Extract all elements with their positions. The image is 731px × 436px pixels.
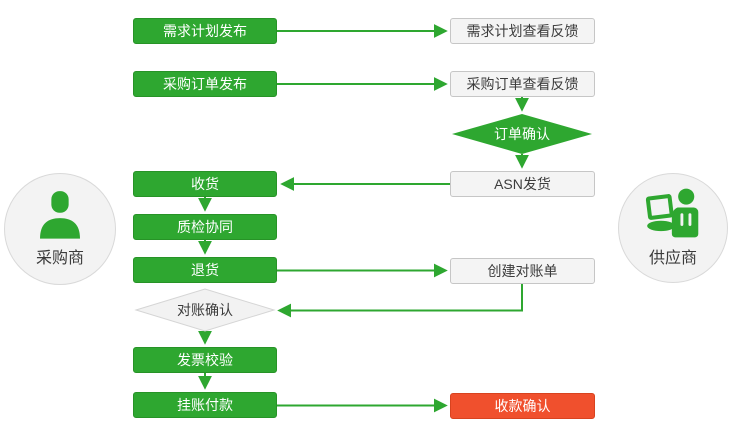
node-receipt-confirm: 收款确认 (450, 393, 595, 419)
node-quality-collaboration: 质检协同 (133, 214, 277, 240)
buyer-person-icon (40, 191, 80, 239)
node-demand-plan-publish: 需求计划发布 (133, 18, 277, 44)
diamond-statement-confirm-label: 对账确认 (177, 302, 233, 318)
diamond-order-confirm-label: 订单确认 (494, 126, 550, 142)
node-asn-shipment: ASN发货 (450, 171, 595, 197)
node-purchase-order-publish: 采购订单发布 (133, 71, 277, 97)
actor-buyer-label: 采购商 (35, 250, 84, 267)
diamond-statement-confirm (134, 288, 276, 332)
actor-supplier-label: 供应商 (648, 250, 697, 267)
diamond-order-confirm (452, 114, 592, 154)
connector-create-statement-to-statement-confirm (277, 284, 523, 318)
node-demand-plan-feedback: 需求计划查看反馈 (450, 18, 595, 44)
node-invoice-verification: 发票校验 (133, 347, 277, 373)
node-payment-on-account: 挂账付款 (133, 392, 277, 418)
node-create-statement: 创建对账单 (450, 258, 595, 284)
node-return-goods: 退货 (133, 257, 277, 283)
supplier-at-computer-icon (645, 188, 699, 238)
node-purchase-order-feedback: 采购订单查看反馈 (450, 71, 595, 97)
actor-buyer: 采购商 (4, 173, 116, 285)
node-receiving: 收货 (133, 171, 277, 197)
actor-supplier: 供应商 (618, 173, 728, 283)
